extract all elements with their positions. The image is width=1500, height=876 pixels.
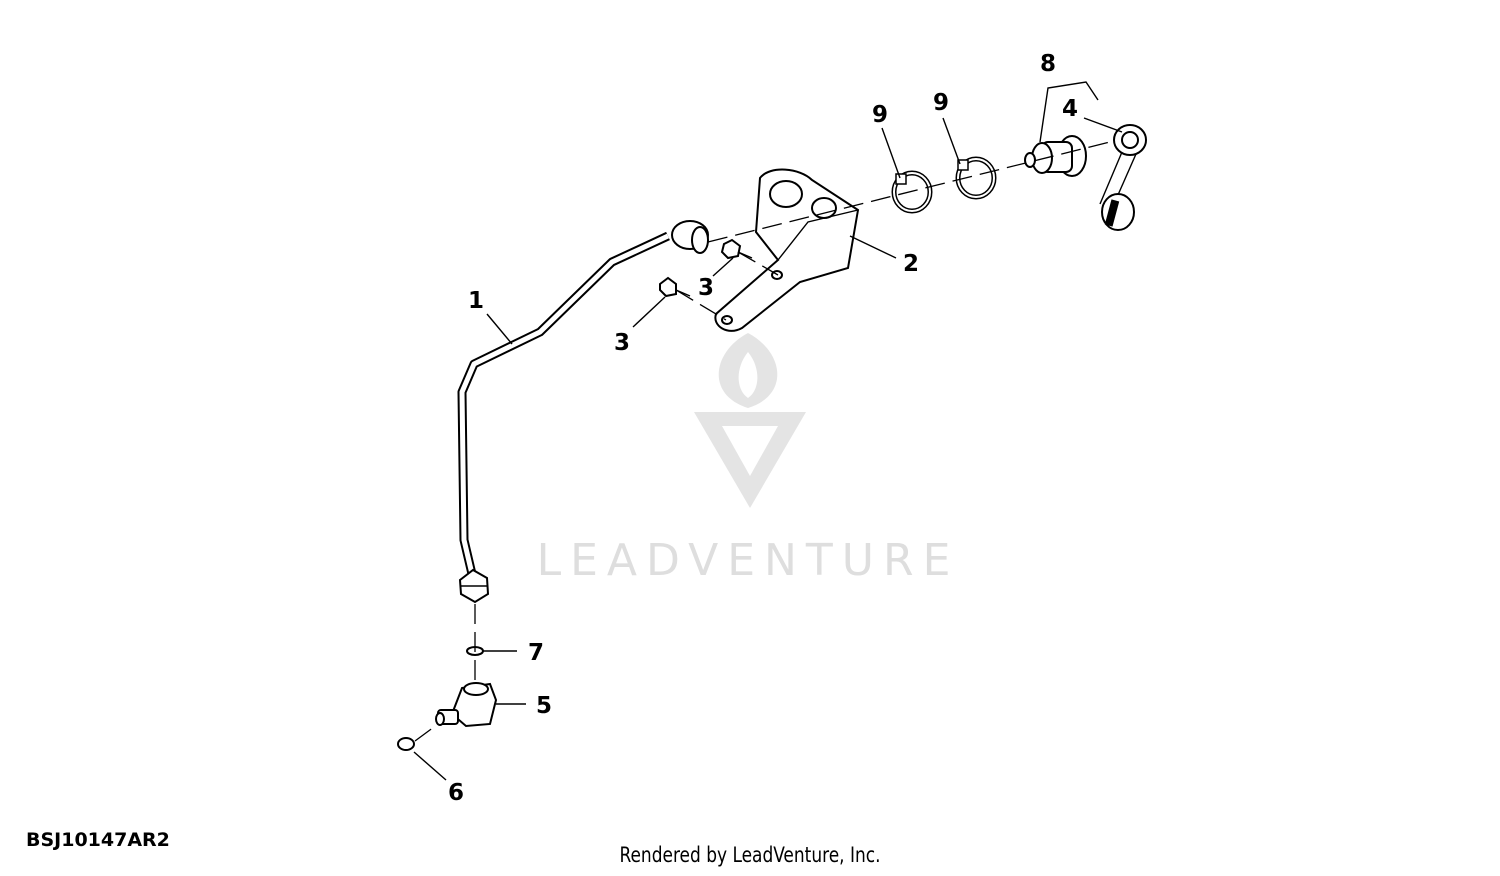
diagram-id: BSJ10147AR2 — [26, 829, 170, 851]
callout-6: 6 — [448, 780, 464, 806]
callout-7: 7 — [528, 640, 544, 666]
leader-lines — [413, 81, 1123, 781]
callout-2: 2 — [903, 251, 919, 277]
part-3-screw-upper — [720, 238, 753, 260]
watermark-text: LEADVENTURE — [537, 535, 960, 586]
callout-5: 5 — [536, 693, 552, 719]
part-8-coupler — [1024, 135, 1087, 177]
assembly-lines — [414, 141, 1111, 742]
callout-8: 8 — [1040, 51, 1056, 77]
leadventure-watermark: LEADVENTURE — [537, 333, 960, 586]
part-3-screw-lower — [659, 276, 691, 298]
callouts: 1 2 3 3 4 5 6 7 8 9 9 — [448, 51, 1078, 806]
callout-4: 4 — [1062, 96, 1078, 122]
part-5-elbow — [435, 682, 498, 728]
part-9-snap-ring-right — [955, 156, 997, 200]
callout-1: 1 — [468, 288, 484, 314]
part-4-dust-cap — [1099, 124, 1147, 231]
callout-3-lower: 3 — [614, 330, 630, 356]
callout-9-right: 9 — [933, 90, 949, 116]
part-6-o-ring — [397, 737, 415, 751]
render-credit: Rendered by LeadVenture, Inc. — [619, 843, 881, 867]
callout-9-left: 9 — [872, 102, 888, 128]
part-1-tube — [457, 220, 709, 604]
part-9-snap-ring-left — [891, 170, 933, 214]
callout-3-upper: 3 — [698, 275, 714, 301]
